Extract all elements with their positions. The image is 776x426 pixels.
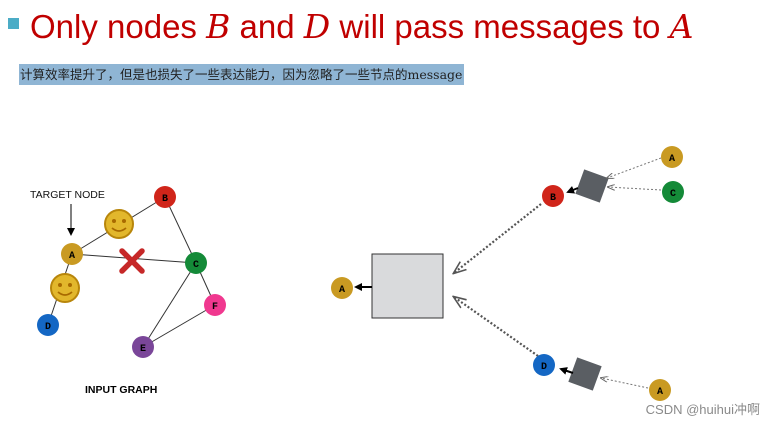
title-mid: and (230, 7, 304, 45)
aggregator-box-root (371, 253, 444, 319)
graph-node-b-label: B (162, 194, 168, 205)
arrow-b-to-box (454, 203, 542, 273)
comp-node-a-of-d: A (649, 379, 671, 401)
comp-node-c-of-b: C (662, 181, 684, 203)
smiley-icon (104, 209, 134, 239)
target-node-label: TARGET NODE (30, 189, 105, 201)
aggregator-box-b (575, 169, 609, 203)
title-var-b: B (206, 6, 231, 46)
comp-node-b: B (542, 185, 564, 207)
title-suffix: will pass messages to (330, 7, 670, 45)
graph-node-c: C (185, 252, 207, 274)
comp-node-a-root: A (331, 277, 353, 299)
graph-node-a: A (61, 243, 83, 265)
cross-icon (119, 248, 145, 274)
comp-node-c-of-b-label: C (670, 189, 676, 200)
arrow-aggb-to-b (566, 186, 579, 194)
arrow-a-to-aggb (607, 157, 662, 178)
computation-graph: A B A C D A (331, 146, 684, 401)
input-graph: TARGET NODE A B C (30, 186, 226, 396)
title-var-d: D (303, 6, 331, 46)
comp-node-a-root-label: A (339, 285, 345, 296)
title-prefix: Only nodes (30, 7, 207, 45)
graph-node-d: D (37, 314, 59, 336)
graph-node-f-label: F (212, 302, 218, 313)
edge-e-f (142, 304, 216, 348)
slide-title: Only nodes B and D will pass messages to… (8, 2, 693, 50)
highlighted-note: 计算效率提升了，但是也损失了一些表达能力，因为忽略了一些节点的message (19, 64, 465, 85)
graph-node-d-label: D (45, 322, 51, 333)
title-var-a: A (669, 6, 694, 46)
graph-node-b: B (154, 186, 176, 208)
bullet-square-icon (8, 17, 19, 29)
graph-node-a-label: A (69, 251, 75, 262)
edge-b-c (164, 196, 197, 264)
smiley-icon (50, 273, 80, 303)
comp-node-a-of-d-label: A (657, 387, 663, 398)
comp-node-d-label: D (541, 362, 547, 373)
comp-node-a-of-b-label: A (669, 154, 675, 165)
title-text: Only nodes B and D will pass messages to… (30, 7, 693, 46)
graph-node-e: E (132, 336, 154, 358)
comp-node-b-label: B (550, 193, 556, 204)
edge-c-e (142, 262, 197, 348)
arrow-c-to-aggb (608, 187, 662, 191)
arrow-aggd-to-d (559, 367, 574, 375)
graph-node-c-label: C (193, 260, 199, 271)
input-graph-caption: INPUT GRAPH (85, 384, 157, 396)
arrow-a-to-aggd (601, 378, 649, 389)
graph-node-f: F (204, 294, 226, 316)
comp-node-a-of-b: A (661, 146, 683, 168)
watermark: CSDN @huihui冲啊 (645, 402, 760, 417)
arrow-d-to-box (454, 297, 539, 357)
graph-node-e-label: E (140, 344, 146, 355)
aggregator-box-d (568, 357, 602, 391)
comp-node-d: D (533, 354, 555, 376)
